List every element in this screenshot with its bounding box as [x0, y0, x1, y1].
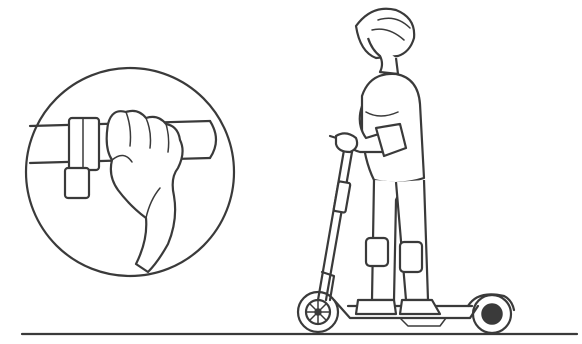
- rider: [336, 9, 440, 314]
- steering-stem: [318, 150, 352, 300]
- throttle-lever: [65, 118, 99, 198]
- rear-wheel: [468, 294, 514, 333]
- grip-detail-inset: [26, 68, 234, 276]
- hand: [107, 111, 183, 272]
